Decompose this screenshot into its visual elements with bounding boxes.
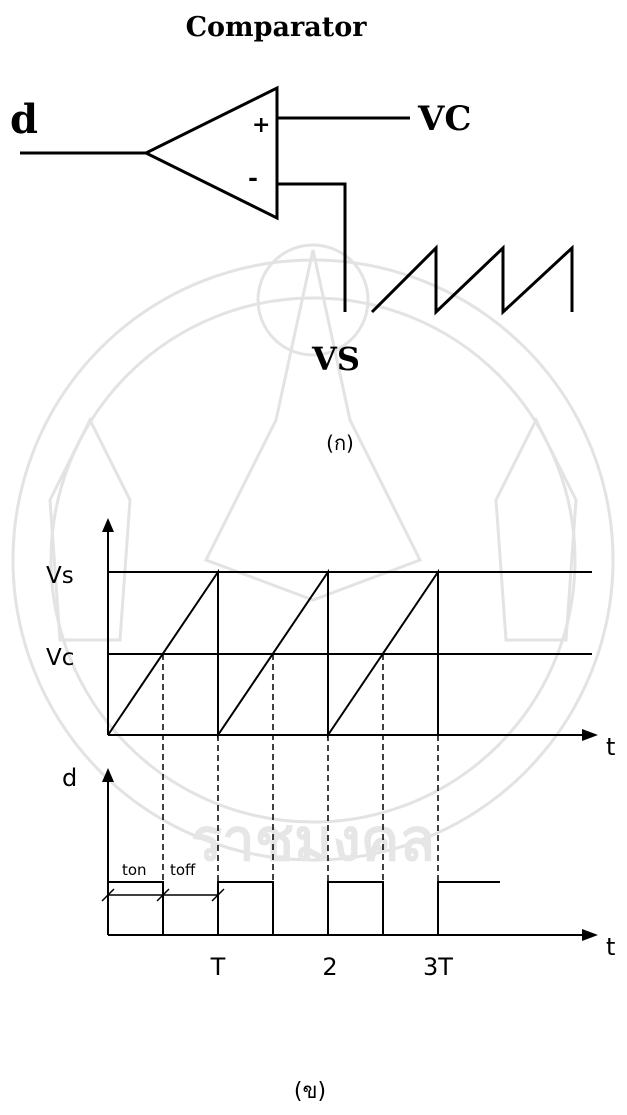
comparator-title: Comparator	[186, 12, 368, 43]
caption-a: (ก)	[326, 431, 354, 455]
emblem-sun	[256, 243, 370, 357]
emblem-left-tower	[48, 416, 132, 642]
tick-start	[101, 888, 115, 902]
toff-label: toff	[170, 861, 196, 879]
ton-toff-markers	[101, 888, 225, 902]
emblem-spire	[203, 249, 423, 602]
emblem-inner-ring	[49, 296, 577, 824]
bottom-t-label: t	[606, 933, 615, 961]
timing-sawtooth	[107, 568, 439, 739]
emblem-outer-ring	[11, 258, 615, 862]
op-amp-triangle	[142, 85, 279, 221]
caption-b: (ข)	[294, 1079, 326, 1104]
tick-label-3T: 3T	[423, 953, 453, 981]
top-x-axis-arrow	[582, 729, 598, 741]
top-y-axis-arrow	[102, 518, 114, 532]
d-axis-label: d	[62, 764, 77, 792]
minus-sign: -	[248, 163, 258, 192]
pwm-output-wave	[108, 881, 500, 936]
watermark-text: ราชมงคล	[191, 806, 435, 874]
comparator-vs-label: VS	[311, 340, 360, 378]
dashed-guides	[162, 654, 439, 935]
comparator-vc-label: VC	[417, 99, 471, 139]
university-emblem-watermark	[11, 243, 615, 862]
bottom-y-axis-arrow	[102, 768, 114, 782]
comparator-symbol	[20, 85, 410, 312]
vc-axis-label: Vc	[46, 645, 74, 671]
ton-label: ton	[122, 861, 147, 879]
tick-label-2: 2	[322, 953, 337, 981]
top-t-label: t	[606, 733, 615, 761]
tick-label-T: T	[210, 953, 226, 981]
plus-sign: +	[252, 112, 270, 138]
tick-end	[211, 888, 225, 902]
sawtooth-signal	[370, 244, 574, 316]
timing-top-axes	[107, 528, 585, 736]
tick-mid	[156, 888, 170, 902]
vs-axis-label: Vs	[46, 563, 74, 589]
comparator-d-label: d	[10, 96, 38, 143]
vs-input-line	[277, 182, 347, 312]
emblem-right-tower	[494, 416, 578, 642]
bottom-x-axis-arrow	[582, 929, 598, 941]
